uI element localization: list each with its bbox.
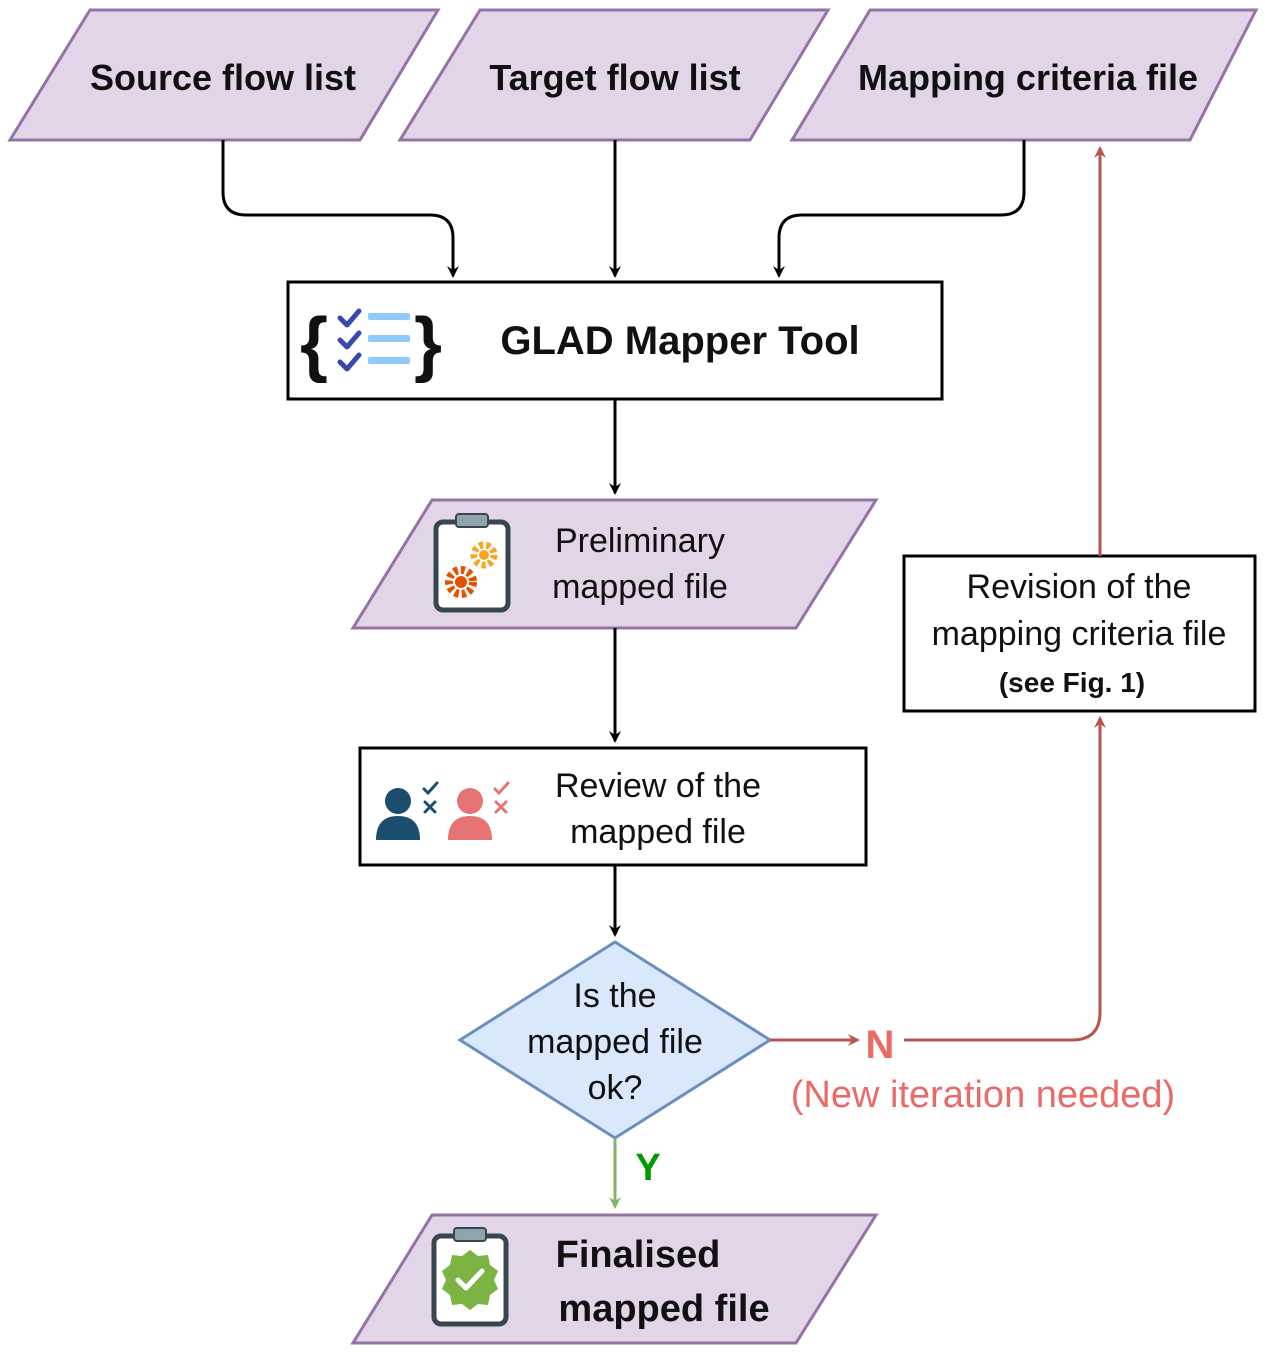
decision-line2: mapped file	[527, 1023, 703, 1061]
svg-text:{: {	[300, 304, 328, 384]
preliminary-line1: Preliminary	[555, 522, 725, 560]
source-to-tool-connector	[221, 140, 459, 278]
finalised-mapped-file-node: Finalised mapped file	[350, 1213, 879, 1345]
decision-line3: ok?	[588, 1069, 643, 1107]
svg-text:}: }	[414, 304, 442, 384]
preliminary-line2: mapped file	[552, 568, 728, 606]
revision-node: Revision of the mapping criteria file (s…	[902, 554, 1257, 713]
mapping-criteria-file-node: Mapping criteria file	[789, 8, 1259, 142]
loop-to-revision-connector	[904, 716, 1106, 1042]
revision-line1: Revision of the	[967, 568, 1192, 606]
target-flow-list-node: Target flow list	[397, 8, 831, 142]
final-line1: Finalised	[556, 1234, 721, 1276]
source-flow-list-label: Source flow list	[90, 57, 356, 98]
new-iteration-note: (New iteration needed)	[791, 1074, 1175, 1116]
no-letter: N	[866, 1023, 895, 1067]
review-line2: mapped file	[570, 813, 746, 851]
review-line1: Review of the	[555, 767, 761, 805]
checklist-braces-icon: { }	[300, 304, 442, 384]
decision-node: Is the mapped file ok?	[457, 940, 773, 1140]
clipboard-gears-icon	[433, 513, 511, 613]
mapping-criteria-file-label: Mapping criteria file	[858, 57, 1198, 98]
yes-letter: Y	[635, 1147, 660, 1189]
decision-line1: Is the	[573, 977, 656, 1015]
glad-mapper-tool-label: GLAD Mapper Tool	[500, 319, 859, 363]
criteria-to-tool-connector	[773, 140, 1026, 278]
target-flow-list-label: Target flow list	[489, 57, 740, 98]
clipboard-check-icon	[431, 1227, 509, 1327]
revision-line2: mapping criteria file	[932, 615, 1227, 653]
glad-mapper-tool-node: { } GLAD Mapper Tool	[286, 280, 944, 401]
source-flow-list-node: Source flow list	[7, 8, 441, 142]
preliminary-mapped-file-node: Preliminary mapped file	[350, 498, 879, 630]
final-line2: mapped file	[558, 1288, 769, 1330]
revision-line3: (see Fig. 1)	[999, 667, 1145, 698]
reviewers-icon	[376, 781, 510, 840]
review-node: Review of the mapped file	[358, 746, 868, 867]
